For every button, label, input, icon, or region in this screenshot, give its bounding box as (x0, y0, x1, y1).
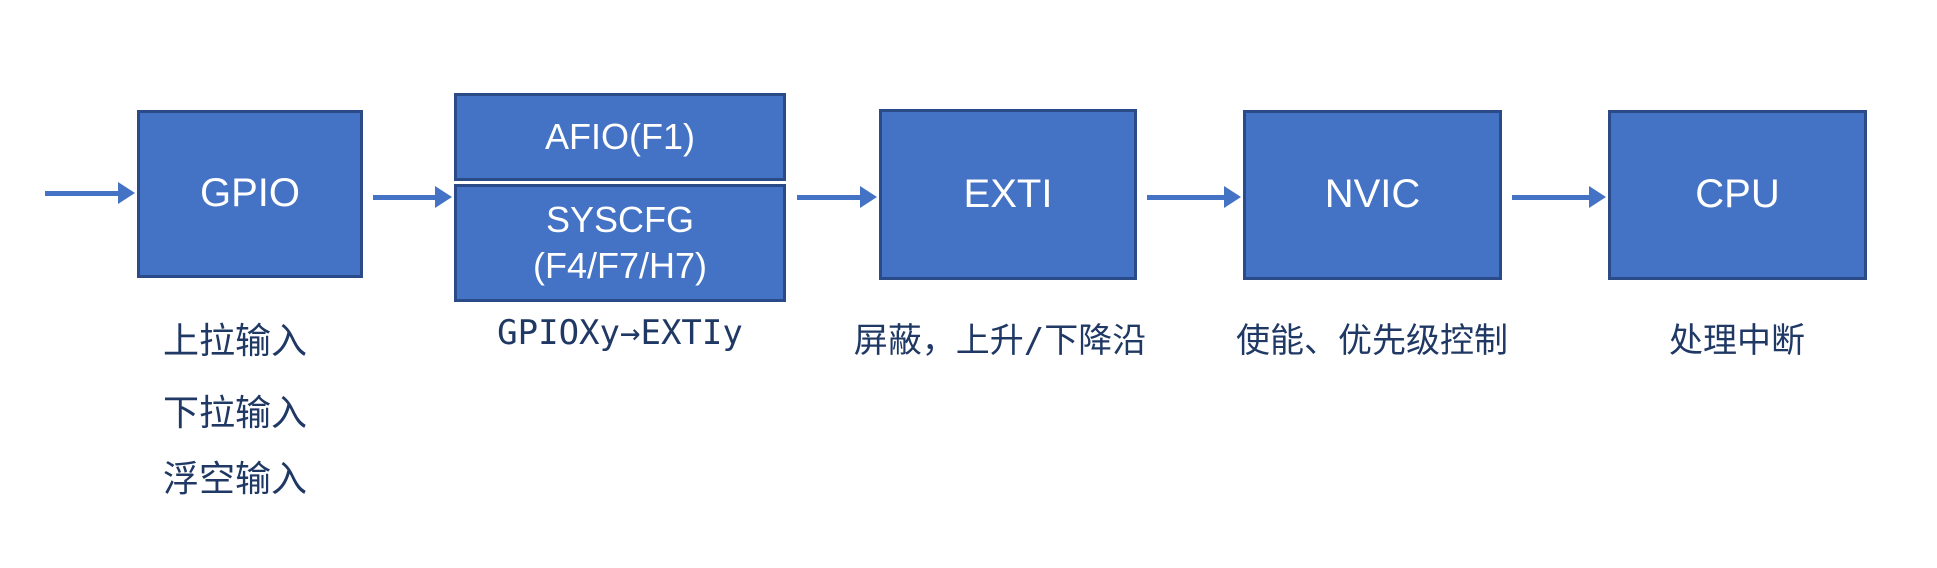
gpio-mode-pullup: 上拉输入 (163, 321, 308, 362)
gpio-mode-pulldown: 下拉输入 (163, 393, 308, 434)
exti-node: EXTI (879, 109, 1137, 280)
afio-node-label: AFIO(F1) (545, 115, 695, 157)
gpio-node: GPIO (137, 110, 363, 278)
arrow-afio-to-exti (797, 186, 877, 208)
arrow-head-icon (1589, 186, 1606, 208)
arrow-head-icon (435, 186, 452, 208)
arrow-shaft (1147, 194, 1225, 200)
cpu-node-label: CPU (1695, 172, 1780, 217)
arrow-head-icon (118, 182, 135, 204)
afio-mapping-caption: GPIOXy→EXTIy (497, 313, 743, 353)
nvic-node-label: NVIC (1324, 172, 1421, 217)
arrow-shaft (1512, 194, 1590, 200)
arrow-nvic-to-cpu (1512, 186, 1606, 208)
arrow-shaft (797, 194, 861, 200)
cpu-node: CPU (1608, 110, 1867, 280)
arrow-exti-to-nvic (1147, 186, 1241, 208)
afio-node: AFIO(F1) (454, 93, 786, 181)
arrow-head-icon (860, 186, 877, 208)
exti-node-label: EXTI (963, 171, 1053, 216)
arrow-gpio-to-afio (373, 186, 452, 208)
syscfg-node-label: SYSCFG (F4/F7/H7) (532, 198, 708, 286)
syscfg-node: SYSCFG (F4/F7/H7) (454, 184, 786, 302)
arrow-head-icon (1224, 186, 1241, 208)
arrow-shaft (45, 190, 119, 196)
arrow-input-to-gpio (45, 182, 135, 204)
gpio-mode-floating: 浮空输入 (163, 459, 308, 500)
exti-note-caption: 屏蔽，上升/下降沿 (853, 321, 1147, 361)
nvic-note-caption: 使能、优先级控制 (1236, 321, 1508, 361)
arrow-shaft (373, 194, 436, 200)
gpio-node-label: GPIO (199, 171, 301, 216)
nvic-node: NVIC (1243, 110, 1502, 280)
cpu-note-caption: 处理中断 (1669, 321, 1805, 361)
